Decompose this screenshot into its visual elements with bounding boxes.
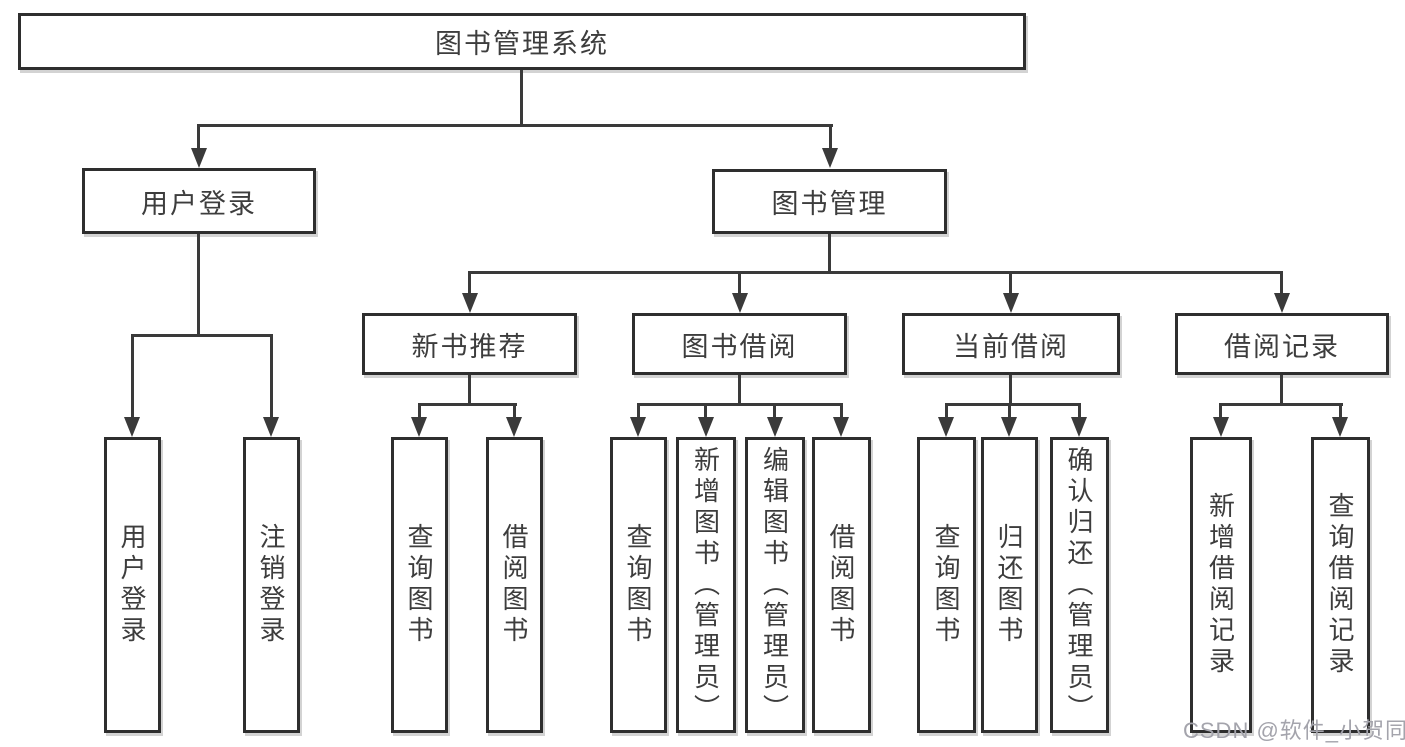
- leaf-label: 查询图书: [931, 523, 961, 647]
- node-borrowing-records: 借阅记录: [1175, 313, 1389, 375]
- leaf-label: 确认归还（管理员）: [1064, 445, 1094, 725]
- leaf-label: 查询借阅记录: [1325, 492, 1355, 678]
- connector-arrowhead: [1071, 417, 1087, 437]
- leaf-borrow-books-borrowing: 借阅图书: [812, 437, 871, 733]
- connector-line: [828, 234, 831, 274]
- leaf-label: 注销登录: [256, 523, 286, 647]
- leaf-query-books-current: 查询图书: [917, 437, 976, 733]
- connector-line: [468, 271, 471, 297]
- connector-line: [468, 271, 1283, 274]
- connector-line: [468, 375, 471, 406]
- leaf-label: 查询图书: [623, 523, 653, 647]
- node-label: 图书借阅: [681, 331, 798, 362]
- connector-arrowhead: [263, 417, 279, 437]
- node-label: 借阅记录: [1224, 331, 1340, 362]
- leaf-query-books-borrowing: 查询图书: [610, 437, 667, 733]
- connector-arrowhead: [191, 148, 207, 168]
- connector-line: [1078, 403, 1081, 421]
- leaf-user-login: 用户登录: [104, 437, 161, 733]
- connector-line: [1339, 403, 1342, 421]
- connector-line: [1219, 403, 1343, 406]
- node-book-borrowing: 图书借阅: [632, 313, 847, 375]
- connector-arrowhead: [732, 293, 748, 313]
- node-label: 图书管理: [771, 189, 888, 219]
- connector-line: [945, 403, 948, 421]
- connector-line: [520, 70, 523, 127]
- connector-arrowhead: [630, 417, 646, 437]
- connector-line: [513, 403, 516, 421]
- node-current-borrowing: 当前借阅: [902, 313, 1120, 375]
- connector-arrowhead: [411, 417, 427, 437]
- connector-line: [840, 403, 843, 421]
- connector-arrowhead: [462, 293, 478, 313]
- leaf-label: 查询图书: [404, 523, 434, 647]
- connector-line: [1280, 375, 1283, 406]
- connector-arrowhead: [1003, 293, 1019, 313]
- node-new-book-recommendation: 新书推荐: [362, 313, 577, 375]
- leaf-label: 新增借阅记录: [1205, 492, 1236, 678]
- leaf-query-books-recommend: 查询图书: [391, 437, 448, 733]
- node-label: 用户登录: [141, 188, 257, 219]
- connector-arrowhead: [506, 417, 522, 437]
- leaf-edit-book-admin: 编辑图书（管理员）: [745, 437, 805, 733]
- leaf-query-borrow-record: 查询借阅记录: [1311, 437, 1370, 733]
- leaf-add-book-admin: 新增图书（管理员）: [676, 437, 736, 733]
- node-label: 新书推荐: [411, 331, 528, 362]
- connector-line: [829, 124, 832, 152]
- connector-line: [1009, 271, 1012, 297]
- leaf-label: 新增图书（管理员）: [690, 445, 721, 725]
- connector-arrowhead: [833, 417, 849, 437]
- connector-line: [738, 375, 741, 406]
- leaf-label: 借阅图书: [826, 523, 856, 647]
- connector-line: [418, 403, 421, 421]
- connector-line: [131, 334, 273, 337]
- connector-arrowhead: [1332, 417, 1348, 437]
- connector-line: [1280, 271, 1283, 297]
- leaf-return-book: 归还图书: [981, 437, 1038, 733]
- connector-arrowhead: [124, 417, 140, 437]
- leaf-label: 用户登录: [117, 523, 147, 647]
- connector-line: [945, 403, 1081, 406]
- connector-line: [1009, 375, 1012, 406]
- connector-arrowhead: [1001, 417, 1017, 437]
- connector-line: [773, 403, 776, 421]
- node-user-login: 用户登录: [82, 168, 316, 234]
- csdn-watermark: CSDN @软件_小贺同学: [1183, 718, 1405, 743]
- connector-arrowhead: [822, 148, 838, 168]
- leaf-add-borrow-record: 新增借阅记录: [1190, 437, 1252, 733]
- leaf-confirm-return-admin: 确认归还（管理员）: [1050, 437, 1109, 733]
- leaf-borrow-books-recommend: 借阅图书: [486, 437, 543, 733]
- connector-arrowhead: [1274, 293, 1290, 313]
- connector-line: [131, 334, 134, 418]
- connector-line: [637, 403, 843, 406]
- connector-line: [704, 403, 707, 421]
- node-label: 图书管理系统: [435, 29, 609, 59]
- connector-line: [1008, 403, 1011, 421]
- connector-line: [738, 271, 741, 297]
- connector-arrowhead: [698, 417, 714, 437]
- leaf-label: 归还图书: [994, 523, 1024, 647]
- connector-line: [270, 334, 273, 418]
- node-library-management-system: 图书管理系统: [18, 13, 1026, 70]
- leaf-logout: 注销登录: [243, 437, 300, 733]
- node-book-management: 图书管理: [712, 169, 947, 234]
- connector-line: [197, 124, 833, 127]
- connector-line: [197, 124, 200, 152]
- connector-line: [197, 234, 200, 337]
- connector-line: [637, 403, 640, 421]
- connector-arrowhead: [767, 417, 783, 437]
- leaf-label: 借阅图书: [499, 523, 529, 647]
- connector-line: [1219, 403, 1222, 421]
- connector-arrowhead: [938, 417, 954, 437]
- connector-arrowhead: [1213, 417, 1229, 437]
- connector-line: [418, 403, 517, 406]
- leaf-label: 编辑图书（管理员）: [759, 445, 790, 725]
- node-label: 当前借阅: [953, 331, 1069, 362]
